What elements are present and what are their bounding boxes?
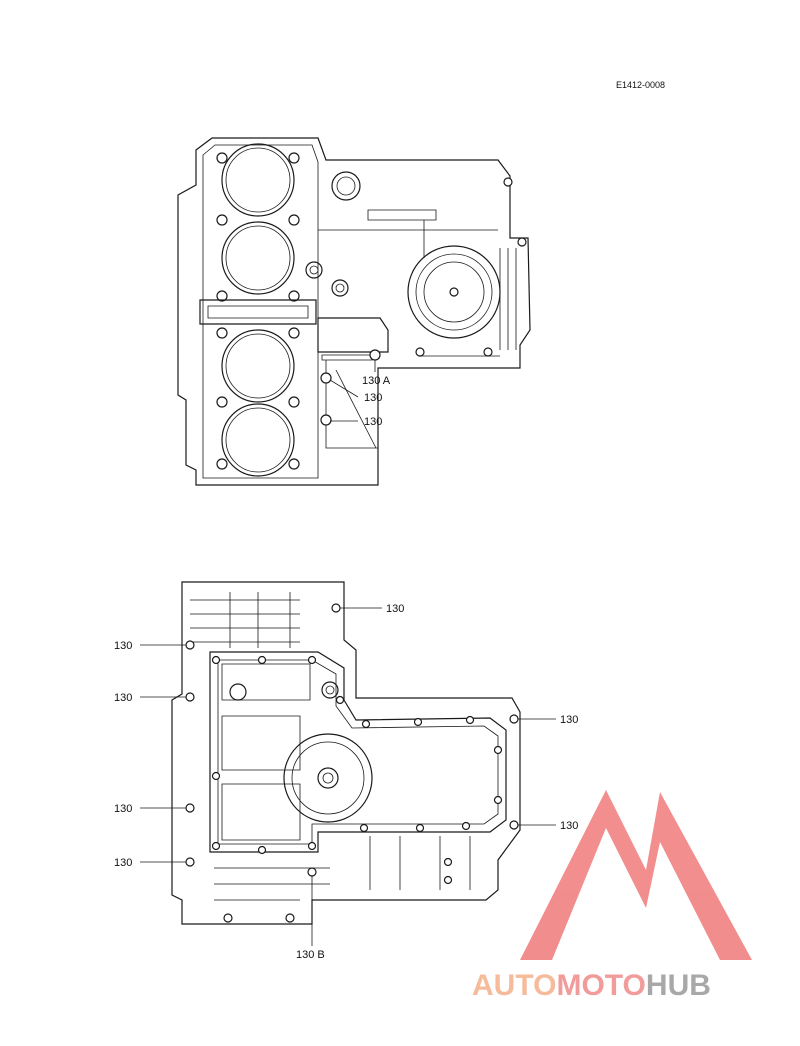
watermark-triangle-icon bbox=[520, 790, 752, 960]
bore-bolt-holes bbox=[216, 152, 300, 470]
callout-130: 130 bbox=[560, 714, 578, 726]
callout-130: 130 bbox=[364, 392, 382, 404]
upper-crankcase-view: 130 A 130 130 bbox=[177, 137, 531, 486]
callout-130b: 130 B bbox=[296, 949, 325, 961]
figure-reference: E1412-0008 bbox=[616, 80, 665, 90]
callout-130: 130 bbox=[114, 803, 132, 815]
watermark: AUTOMOTOHUB bbox=[472, 790, 752, 1002]
watermark-text: AUTOMOTOHUB bbox=[472, 969, 711, 1002]
callout-130: 130 bbox=[560, 820, 578, 832]
watermark-auto: AUTO bbox=[472, 969, 556, 1002]
lower-bolt-holes bbox=[185, 603, 519, 923]
callout-130: 130 bbox=[114, 640, 132, 652]
callout-130: 130 bbox=[114, 692, 132, 704]
callout-130: 130 bbox=[364, 416, 382, 428]
callout-130: 130 bbox=[386, 603, 404, 615]
callout-130: 130 bbox=[114, 857, 132, 869]
cylinder-bores bbox=[221, 143, 295, 477]
watermark-hub: HUB bbox=[646, 969, 711, 1002]
lower-crankcase-view: 130 130 130 130 130 130 130 130 B bbox=[114, 581, 578, 961]
watermark-moto: MOTO bbox=[556, 969, 645, 1002]
callout-130a: 130 A bbox=[362, 375, 391, 387]
